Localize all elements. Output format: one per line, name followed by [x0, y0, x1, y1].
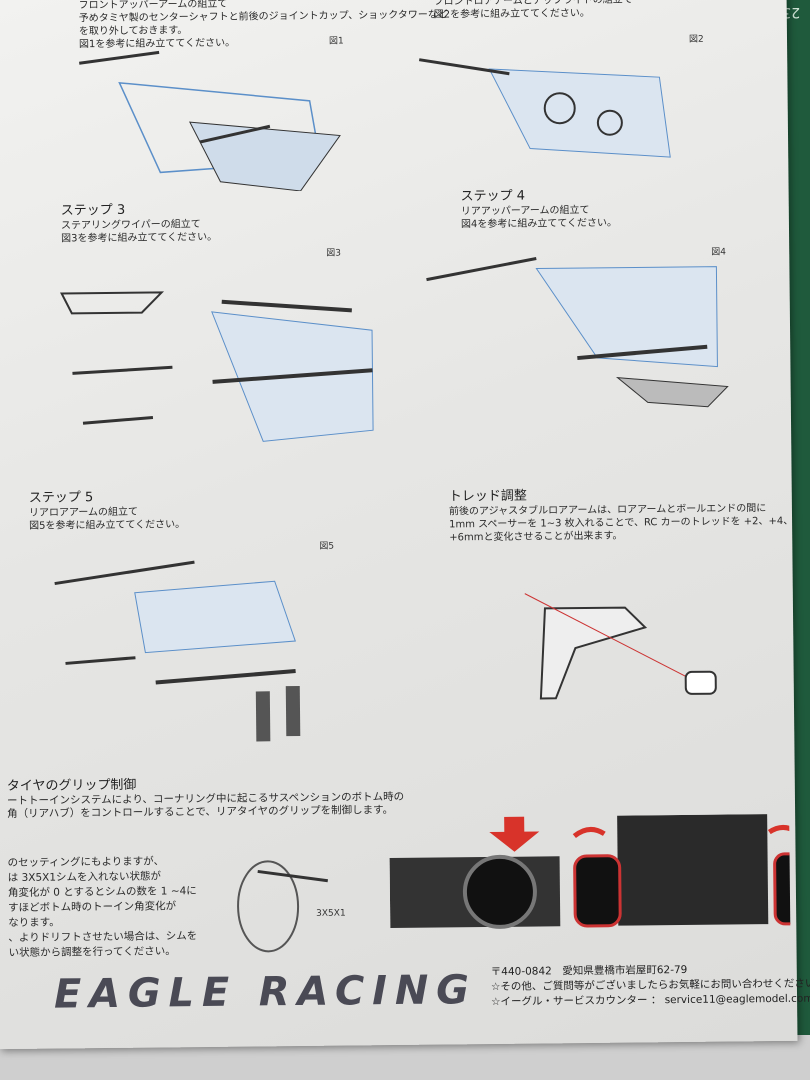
shim-label: 3X5X1 — [316, 908, 346, 919]
tread-line: +6mmと変化させることが出来ます。 — [449, 530, 623, 544]
step3-title: ステップ 3 — [60, 202, 126, 219]
step3-instruction: 図3を参考に組み立ててください。 — [61, 231, 218, 245]
contact-info: 〒440-0842 愛知県豊橋市岩屋町62-79 ☆その他、ご質問等がございまし… — [491, 961, 810, 1010]
step3-text: ステップ 3 ステアリングワイパーの組立て 図3を参考に組み立ててください。 — [61, 202, 217, 246]
step4-text: ステップ 4 リアアッパーアームの組立て 図4を参考に組み立ててください。 — [461, 188, 617, 232]
figure4-diagram — [426, 257, 729, 408]
step5-title: ステップ 5 — [28, 490, 94, 506]
step2-line: 図2を参考に組み立ててください。 — [433, 7, 590, 21]
shim-line: すほどボトム時のトーイン角変化が — [8, 900, 177, 915]
grip-text: タイヤのグリップ制御 ートトーインシステムにより、コーナリング中に起こるサスペン… — [7, 775, 405, 821]
grip-line: 角（リアハブ）をコントロールすることで、リアタイヤのグリップを制御します。 — [7, 804, 394, 821]
service-email: ☆イーグル・サービスカウンター ： service11@eaglemodel.c… — [491, 992, 810, 1008]
instruction-sheet: フロントアッパーアームの組立て 予めタミヤ製のセンターシャフトと前後のジョイント… — [0, 0, 810, 1050]
figure5-diagram — [54, 560, 301, 742]
figure2-diagram — [418, 58, 671, 158]
chassis-photos — [389, 814, 791, 929]
figure1-diagram — [79, 50, 341, 192]
step2-text: フロントロアアームとアップライトの組立て 図2を参考に組み立ててください。 — [434, 0, 633, 22]
step5-text: ステップ 5 リアロアアームの組立て 図5を参考に組み立ててください。 — [29, 489, 185, 533]
figure3-diagram — [60, 291, 374, 442]
step4-instruction: 図4を参考に組み立ててください。 — [460, 217, 618, 231]
tread-diagram — [524, 593, 717, 700]
svg-text:EAGLE RACING: EAGLE RACING — [54, 967, 469, 1013]
eagle-racing-logo: EAGLE RACING — [54, 967, 469, 1013]
shim-diagram — [237, 860, 328, 953]
tread-text: トレッド調整 前後のアジャスタブルロアアームは、ロアアームとボールエンドの間に … — [449, 486, 794, 545]
step5-instruction: 図5を参考に組み立ててください。 — [29, 519, 186, 532]
step4-title: ステップ 4 — [460, 188, 526, 205]
shim-text: のセッティングにもよりますが、 は 3X5X1シムを入れない状態が 角変化が 0… — [8, 854, 198, 961]
shim-line: い状態から調整を行ってください。 — [8, 945, 176, 960]
